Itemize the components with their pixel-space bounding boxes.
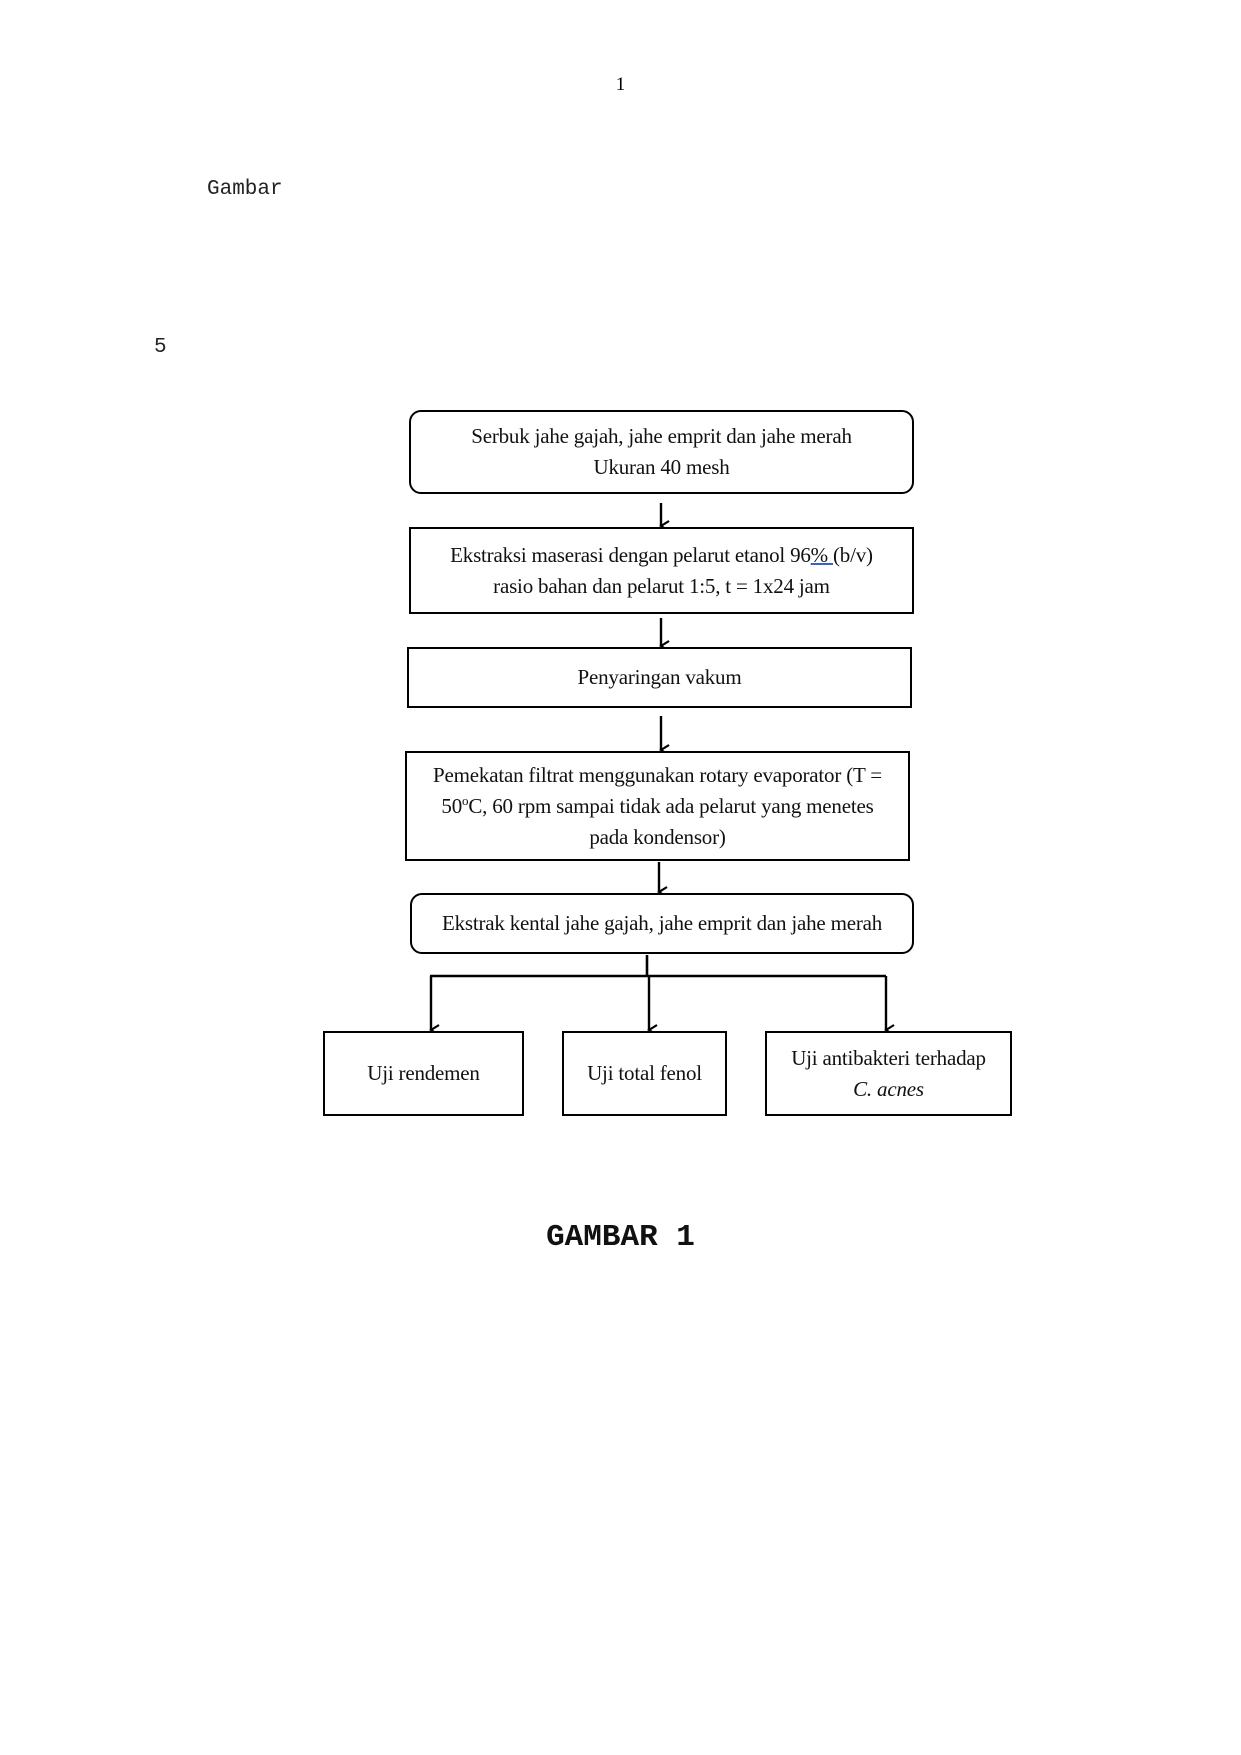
flow-output-antibakteri-line2: C. acnes xyxy=(853,1074,924,1105)
flow-step-penyaringan: Penyaringan vakum xyxy=(407,647,912,708)
flow-step-serbuk-line2: Ukuran 40 mesh xyxy=(593,452,729,483)
flow-step-pemekatan-line3: pada kondensor) xyxy=(589,822,725,853)
flow-output-rendemen-line1: Uji rendemen xyxy=(367,1058,479,1089)
flow-output-rendemen: Uji rendemen xyxy=(323,1031,524,1116)
flow-step-serbuk-line1: Serbuk jahe gajah, jahe emprit dan jahe … xyxy=(471,421,852,452)
flow-step-ekstraksi-line2: rasio bahan dan pelarut 1:5, t = 1x24 ja… xyxy=(493,571,830,602)
flow-step-pemekatan: Pemekatan filtrat menggunakan rotary eva… xyxy=(405,751,910,861)
flow-step-pemekatan-line1: Pemekatan filtrat menggunakan rotary eva… xyxy=(433,760,882,791)
flow-step-ekstraksi-line1: Ekstraksi maserasi dengan pelarut etanol… xyxy=(450,540,873,571)
flow-output-antibakteri-line1: Uji antibakteri terhadap xyxy=(791,1043,986,1074)
flow-step-pemekatan-line2: 50oC, 60 rpm sampai tidak ada pelarut ya… xyxy=(441,791,873,822)
flow-output-total-fenol-line1: Uji total fenol xyxy=(587,1058,702,1089)
flow-output-total-fenol: Uji total fenol xyxy=(562,1031,727,1116)
flow-step-ekstraksi: Ekstraksi maserasi dengan pelarut etanol… xyxy=(409,527,914,614)
flow-step-ekstrak-kental-line1: Ekstrak kental jahe gajah, jahe emprit d… xyxy=(442,908,882,939)
flow-output-antibakteri: Uji antibakteri terhadap C. acnes xyxy=(765,1031,1012,1116)
flow-step-serbuk: Serbuk jahe gajah, jahe emprit dan jahe … xyxy=(409,410,914,494)
flow-step-ekstrak-kental: Ekstrak kental jahe gajah, jahe emprit d… xyxy=(410,893,914,954)
figure-caption: GAMBAR 1 xyxy=(0,1220,1241,1255)
flow-step-penyaringan-line1: Penyaringan vakum xyxy=(578,662,742,693)
